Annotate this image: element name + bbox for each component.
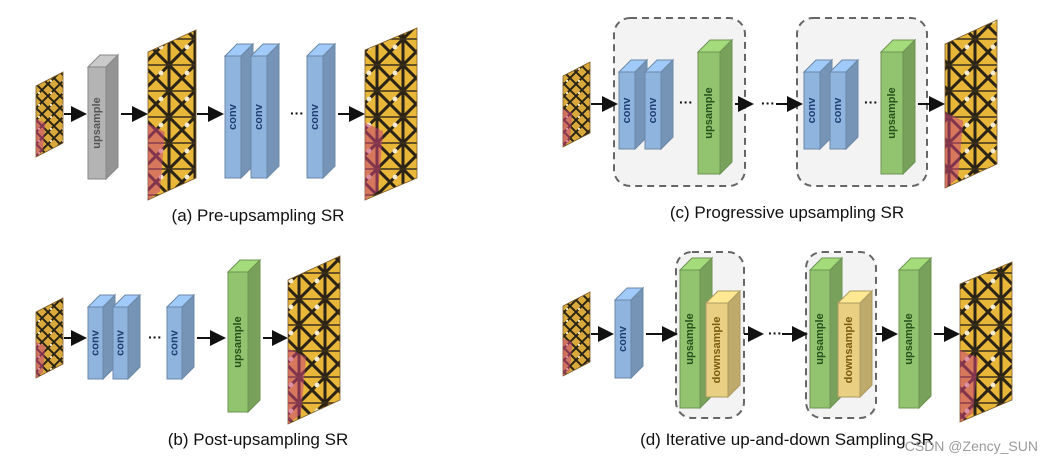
a-conv-block-1-label: conv <box>227 103 239 130</box>
b-upsample-block: upsample <box>226 258 262 414</box>
d1-downsample-block-label: downsample <box>711 317 723 384</box>
d-between-dots: ··· <box>768 325 782 341</box>
d-final-upsample-block: upsample <box>897 256 933 410</box>
a-conv-block-2: conv <box>249 42 281 180</box>
d2-upsample-block-label: upsample <box>814 313 826 364</box>
a-dots: ··· <box>290 105 304 121</box>
c-output-image <box>944 19 998 189</box>
a-upsample-block: upsample <box>86 53 120 181</box>
c2-upsample-block-label: upsample <box>886 87 898 138</box>
c1-upsample-block-label: upsample <box>703 87 715 138</box>
c-input-image <box>562 61 591 148</box>
a-conv-block-1: conv <box>223 42 255 180</box>
b-conv-block-1: conv <box>86 293 117 381</box>
c1-dots: ··· <box>679 94 693 110</box>
c2-conv-block-1: conv <box>802 58 834 151</box>
d-input-image <box>562 291 591 377</box>
b-conv-block-2: conv <box>111 293 142 381</box>
b-upsample-block-label: upsample <box>232 316 244 367</box>
a-conv-block-3: conv <box>305 42 337 180</box>
c1-conv-block-2: conv <box>643 58 675 151</box>
caption-b: (b) Post-upsampling SR <box>168 430 348 449</box>
d1-upsample-block-label: upsample <box>684 313 696 364</box>
a-input-image <box>35 71 64 158</box>
b-input-image <box>35 297 64 379</box>
c2-conv-block-2-label: conv <box>832 97 844 124</box>
b-conv-block-1-label: conv <box>89 329 101 356</box>
b-conv-block-2-label: conv <box>114 329 126 356</box>
a-output-image <box>364 27 418 201</box>
caption-c: (c) Progressive upsampling SR <box>670 203 904 222</box>
d2-downsample-block: downsample <box>836 289 874 399</box>
d-conv-block-label: conv <box>617 325 629 352</box>
a-upsample-block-label: upsample <box>91 97 103 148</box>
caption-a: (a) Pre-upsampling SR <box>172 206 345 225</box>
c2-upsample-block: upsample <box>879 38 917 176</box>
d2-downsample-block-label: downsample <box>843 317 855 384</box>
b-dots: ··· <box>148 329 162 345</box>
b-conv-block-3: conv <box>165 293 196 381</box>
c1-upsample-block: upsample <box>696 38 734 176</box>
a-conv-block-3-label: conv <box>309 103 321 130</box>
caption-d: (d) Iterative up-and-down Sampling SR <box>640 430 934 449</box>
b-conv-block-3-label: conv <box>168 329 180 356</box>
d2-upsample-block: upsample <box>808 256 844 410</box>
c-between-dots: ··· <box>761 95 775 111</box>
d-final-upsample-block-label: upsample <box>903 313 915 364</box>
c1-conv-block-2-label: conv <box>647 97 659 124</box>
c2-conv-block-1-label: conv <box>806 97 818 124</box>
c1-conv-block-1: conv <box>617 58 649 151</box>
c1-conv-block-1-label: conv <box>621 97 633 124</box>
d-output-image <box>959 261 1013 423</box>
a-upscaled-image <box>147 29 197 201</box>
b-output-image <box>287 255 341 425</box>
d1-downsample-block: downsample <box>704 289 742 399</box>
d-conv-block: conv <box>613 286 645 380</box>
a-conv-block-2-label: conv <box>253 103 265 130</box>
c2-conv-block-2: conv <box>828 58 860 151</box>
watermark-text: CSDN @Zency_SUN <box>905 438 1038 454</box>
c2-dots: ··· <box>864 94 878 110</box>
